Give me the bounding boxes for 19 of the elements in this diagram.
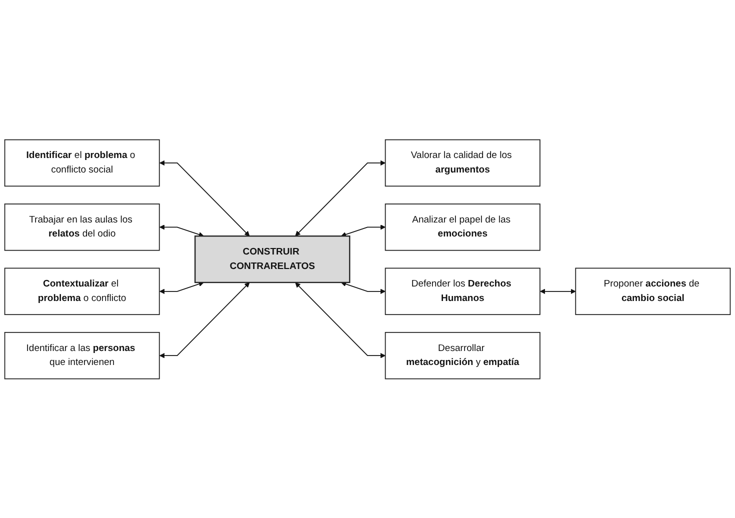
arrow [159,224,204,237]
node-box: Identificar el problema o conflicto social [4,139,160,186]
node-box: Contextualizar el problema o conflicto [4,267,160,315]
node-box: Proponer acciones de cambio social [575,267,731,315]
node-box: Desarrollar metacognición y empatía [384,332,540,379]
node-box: Valorar la calidad de los argumentos [384,139,540,186]
arrow [159,160,250,236]
arrow [341,281,386,294]
arrow [341,224,386,237]
arrow [295,282,386,358]
node-box: Trabajar en las aulas los relatos del odio [4,203,160,251]
node-box: Defender los Derechos Humanos [384,267,540,315]
arrow [540,288,576,294]
node-box: Analizar el papel de las emociones [384,203,540,251]
arrow [159,281,204,294]
node-box: Identificar a las personas que intervienen [4,332,160,379]
arrow [159,282,250,358]
arrow [295,160,386,236]
node-box: CONSTRUIR CONTRARELATOS [194,235,350,283]
